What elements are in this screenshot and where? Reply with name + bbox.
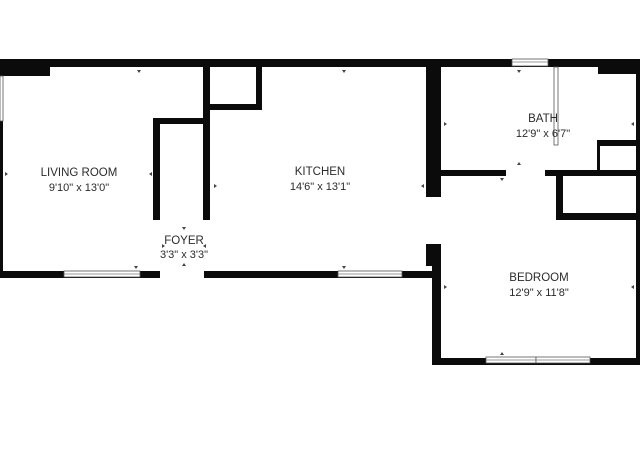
door-openings (160, 146, 636, 279)
wall-pantry-right (256, 67, 262, 110)
bedroom-dimensions: 12'9" x 11'8" (509, 287, 569, 299)
living-room-dimensions: 9'10" x 13'0" (49, 182, 109, 194)
bath-fixture-line (553, 66, 559, 146)
bath-partition-opening (600, 146, 636, 170)
windows (0, 58, 591, 364)
wall-foyer-top (153, 118, 207, 124)
wall-bath-bottom-left (441, 170, 506, 176)
living-room-label: LIVING ROOM (41, 167, 118, 179)
bath-label: BATH (528, 113, 558, 125)
room-labels: LIVING ROOM 9'10" x 13'0" KITCHEN 14'6" … (41, 113, 571, 299)
wall-bedroom-left (432, 262, 441, 364)
wall-left (0, 59, 3, 278)
wall-top-left-corner (0, 59, 50, 76)
front-door-opening (160, 270, 204, 279)
walls (0, 59, 640, 365)
wall-pantry-bottom (207, 104, 262, 110)
wall-bottom-left (0, 271, 433, 278)
wall-foyer-left (153, 118, 160, 220)
foyer-label: FOYER (164, 235, 204, 247)
kitchen-dimensions: 14'6" x 13'1" (290, 181, 350, 193)
dimension-ticks (5, 70, 634, 355)
bedroom-label: BEDROOM (509, 272, 568, 284)
bath-door-opening (506, 169, 545, 177)
wall-bath-bottom-right (545, 170, 640, 176)
wall-bath-partition (597, 140, 640, 146)
wall-foyer-right (203, 67, 210, 220)
wall-center-lower (426, 244, 441, 266)
bath-dimensions: 12'9" x 6'7" (516, 128, 570, 140)
foyer-dimensions: 3'3" x 3'3" (160, 249, 208, 261)
wall-bath-partition-v (597, 140, 602, 176)
kitchen-label: KITCHEN (295, 166, 345, 178)
living-top-gap (155, 67, 203, 118)
window-living-top (0, 75, 4, 122)
wall-right (636, 59, 640, 365)
wall-center-upper (426, 59, 441, 197)
wall-closet-bottom (556, 213, 636, 220)
wall-top (0, 59, 640, 67)
wall-closet-left (556, 170, 563, 220)
kitchen-bedroom-opening (425, 197, 442, 244)
window-bath-top (511, 58, 549, 67)
wall-top-right-corner (598, 59, 640, 74)
